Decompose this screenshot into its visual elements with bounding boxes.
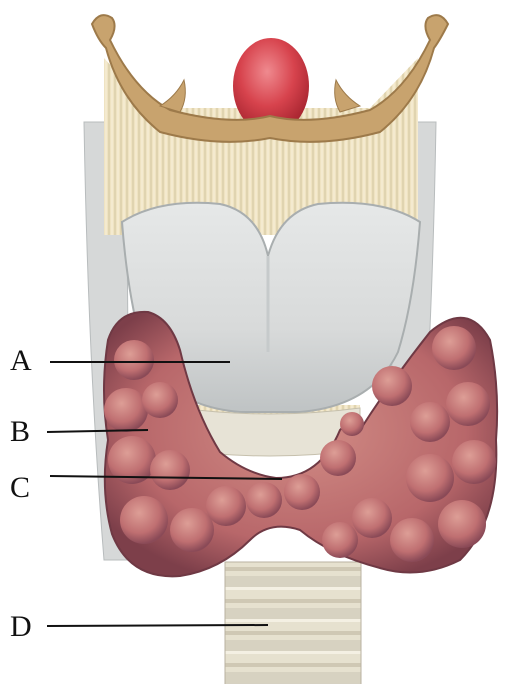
label-b: B	[10, 417, 30, 447]
label-c: C	[10, 473, 30, 503]
label-a: A	[10, 346, 32, 376]
leader-line-d	[47, 625, 268, 626]
trachea	[225, 562, 361, 684]
label-d: D	[10, 612, 32, 642]
